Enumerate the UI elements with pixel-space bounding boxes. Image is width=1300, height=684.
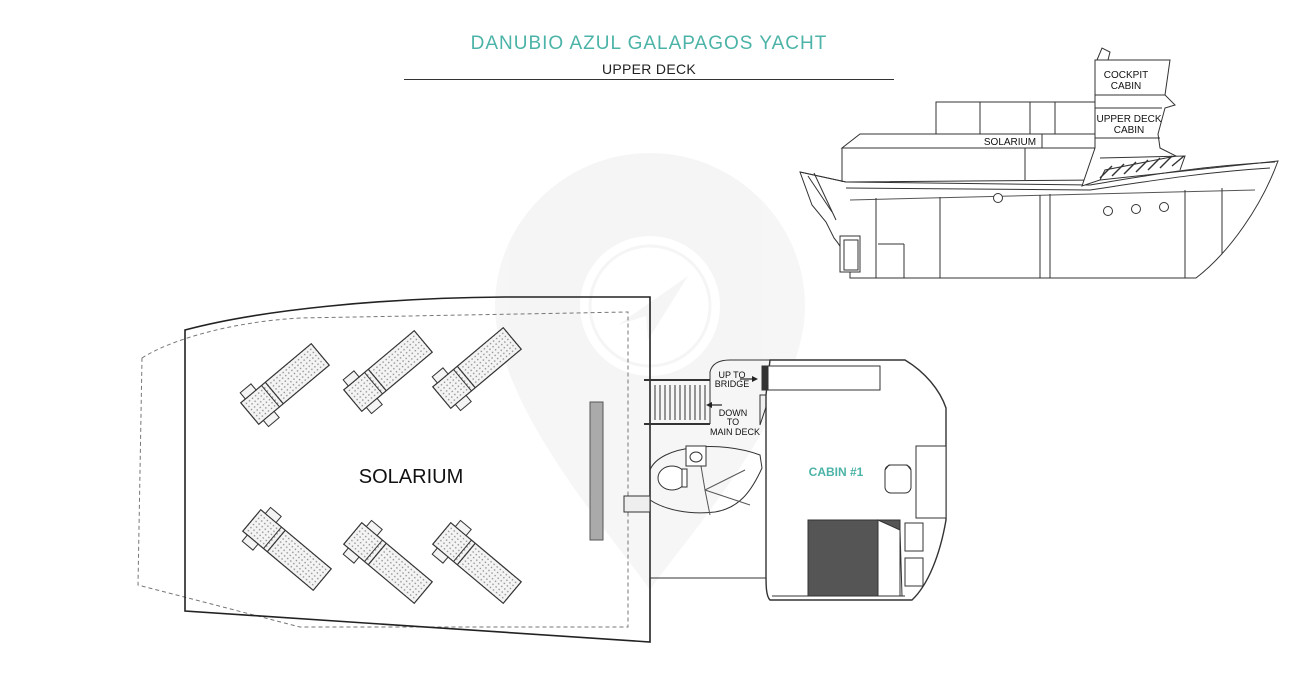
cockpit-cabin-label: CABIN bbox=[1111, 81, 1142, 92]
solarium-deck bbox=[137, 296, 651, 643]
title-divider bbox=[404, 79, 894, 80]
sun-lounger-icon bbox=[427, 515, 527, 611]
down-to-main-deck-label: DOWN bbox=[719, 408, 748, 418]
bed-nightstand bbox=[877, 519, 901, 597]
toilet-icon bbox=[657, 465, 688, 491]
up-to-bridge-label: UP TO bbox=[718, 370, 745, 380]
down-arrow-icon bbox=[706, 402, 712, 408]
porthole-icon bbox=[1131, 204, 1141, 214]
upper-deck-cabin-label: UPPER DECK bbox=[1096, 114, 1161, 125]
page-title: DANUBIO AZUL GALAPAGOS YACHT bbox=[470, 33, 828, 54]
sun-lounger-icon bbox=[338, 515, 438, 611]
side-profile bbox=[799, 47, 1279, 279]
sun-lounger-icon bbox=[237, 502, 337, 598]
down-to-main-deck-label: MAIN DECK bbox=[710, 427, 760, 437]
porthole-icon bbox=[993, 193, 1003, 203]
porthole-icon bbox=[1159, 202, 1169, 212]
cockpit-cabin-label: COCKPIT bbox=[1104, 70, 1148, 81]
sun-lounger-icon bbox=[235, 336, 335, 432]
down-to-main-deck-label: TO bbox=[727, 417, 739, 427]
side-solarium-label: SOLARIUM bbox=[984, 137, 1036, 148]
deck-subtitle: UPPER DECK bbox=[601, 61, 697, 77]
solarium-label: SOLARIUM bbox=[359, 466, 463, 488]
porthole-icon bbox=[1103, 206, 1113, 216]
sun-lounger-icon bbox=[338, 323, 438, 419]
sink-icon bbox=[685, 445, 707, 467]
upper-deck-cabin-label: CABIN bbox=[1114, 125, 1145, 136]
up-to-bridge-label: BRIDGE bbox=[715, 379, 750, 389]
cabin-1-label: CABIN #1 bbox=[809, 465, 864, 479]
up-arrow-icon bbox=[752, 376, 758, 382]
